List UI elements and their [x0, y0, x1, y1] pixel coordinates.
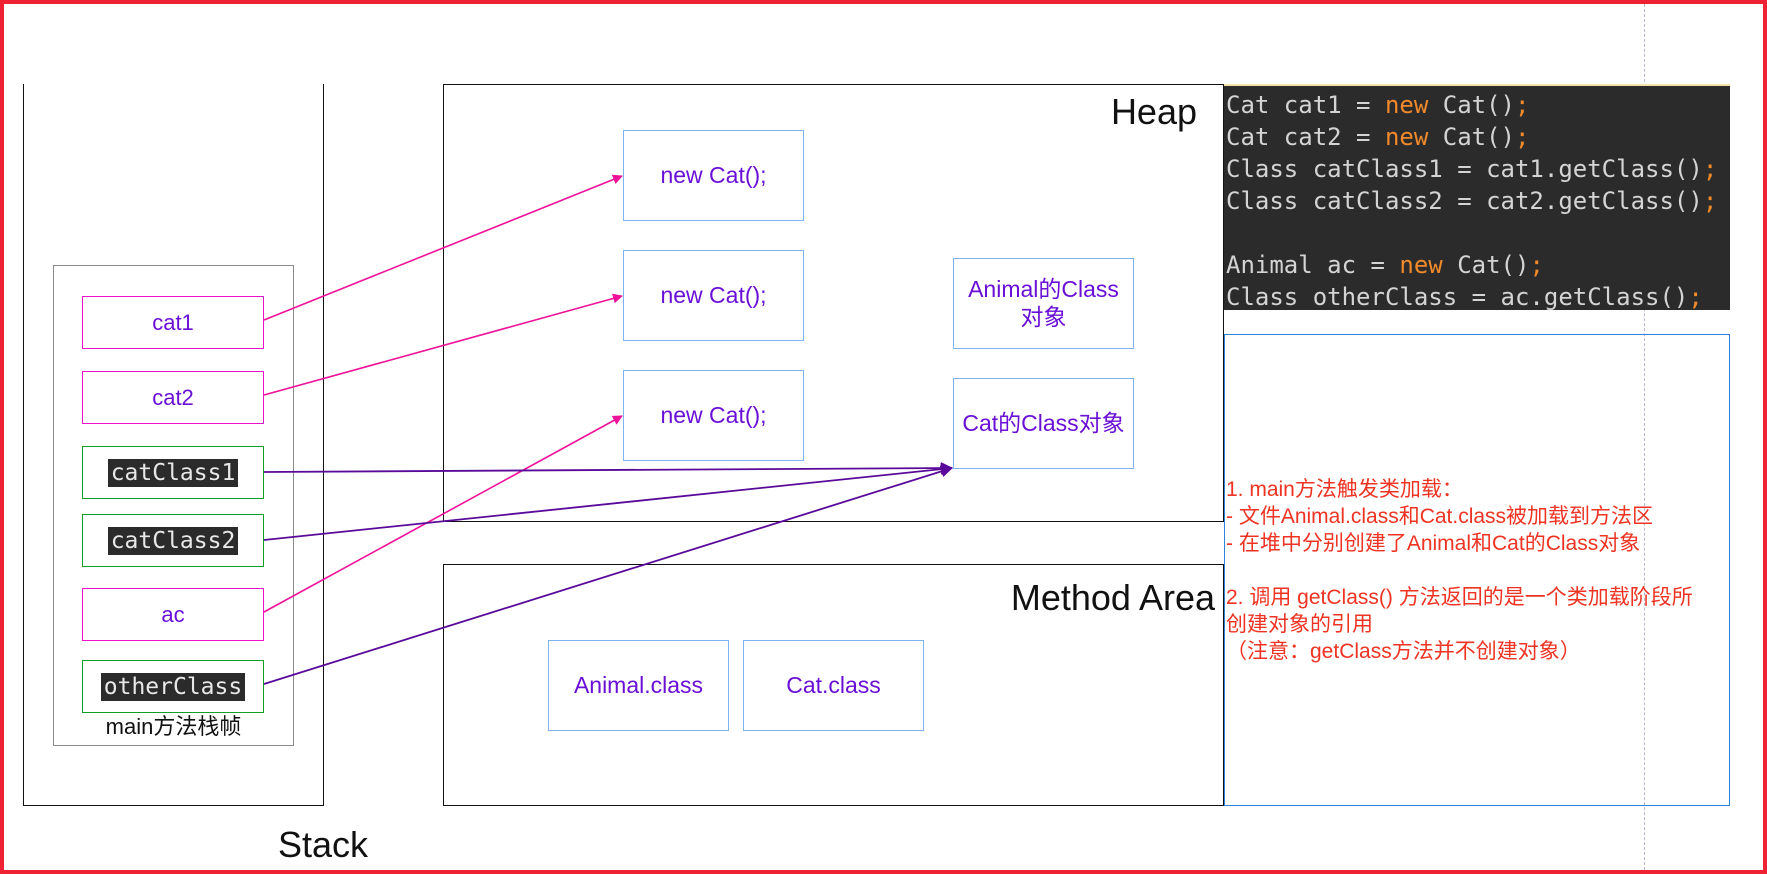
var-ac: ac: [82, 588, 264, 641]
note-line-3: - 在堆中分别创建了Animal和Cat的Class对象: [1226, 532, 1641, 555]
code-token: ;: [1515, 91, 1530, 119]
code-token: ;: [1515, 123, 1530, 151]
method-animal-class: Animal.class: [548, 640, 729, 731]
var-catclass1-label: catClass1: [107, 458, 239, 487]
code-token: Class otherClass = ac.getClass(): [1226, 283, 1689, 311]
heap-cat-instance-3: new Cat();: [623, 370, 804, 461]
code-token: Cat(): [1428, 123, 1516, 151]
method-cat-class: Cat.class: [743, 640, 924, 731]
code-token: new: [1399, 251, 1443, 279]
code-token: ;: [1702, 187, 1718, 215]
code-token: new: [1384, 91, 1429, 119]
code-token: Class catClass1 = cat1.getClass(): [1226, 155, 1703, 183]
method-cat-class-label: Cat.class: [786, 671, 881, 698]
heap-animal-class-object: Animal的Class 对象: [953, 258, 1134, 349]
code-token: Cat cat1 =: [1226, 91, 1385, 119]
method-animal-class-label: Animal.class: [573, 671, 704, 698]
code-line-1: Cat cat1 = new Cat();: [1226, 89, 1730, 121]
code-snippet-panel: Cat cat1 = new Cat();Cat cat2 = new Cat(…: [1224, 84, 1730, 313]
heap-cat-class-object: Cat的Class对象: [953, 378, 1134, 469]
code-line-6: Animal ac = new Cat();: [1226, 249, 1730, 281]
heap-cat-instance-3-label: new Cat();: [660, 401, 767, 428]
code-line-7: Class otherClass = ac.getClass();: [1226, 281, 1730, 313]
var-cat2-label: cat2: [152, 384, 194, 410]
var-ac-label: ac: [161, 601, 185, 627]
code-token: Cat cat2 =: [1226, 123, 1385, 151]
var-otherclass: otherClass: [82, 660, 264, 713]
var-cat2: cat2: [82, 371, 264, 424]
heap-cat-instance-2: new Cat();: [623, 250, 804, 341]
stack-title: Stack: [278, 824, 369, 865]
code-line-5: [1226, 217, 1730, 249]
dashed-guide-line: [1644, 4, 1645, 870]
note-line-1: 1. main方法触发类加载：: [1226, 478, 1463, 501]
stack-frame-label: main方法栈帧: [105, 714, 242, 739]
code-line-2: Cat cat2 = new Cat();: [1226, 121, 1730, 153]
var-cat1: cat1: [82, 296, 264, 349]
heap-animal-class-object-line1: Animal的Class: [968, 275, 1119, 302]
heap-cat-instance-1: new Cat();: [623, 130, 804, 221]
var-otherclass-label: otherClass: [100, 672, 246, 701]
heap-cat-class-object-label: Cat的Class对象: [962, 409, 1125, 436]
note-line-2: - 文件Animal.class和Cat.class被加载到方法区: [1226, 505, 1654, 528]
code-line-3: Class catClass1 = cat1.getClass();: [1226, 153, 1730, 185]
heap-cat-instance-1-label: new Cat();: [660, 161, 767, 188]
code-token: ;: [1702, 155, 1718, 183]
heap-cat-instance-2-label: new Cat();: [660, 281, 767, 308]
method-area-title: Method Area: [1010, 577, 1215, 618]
heap-animal-class-object-line2: 对象: [1020, 303, 1067, 330]
code-token: ;: [1688, 283, 1703, 311]
code-line-4: Class catClass2 = cat2.getClass();: [1226, 185, 1730, 217]
var-catclass1: catClass1: [82, 446, 264, 499]
code-token: new: [1384, 123, 1429, 151]
code-token: Animal ac =: [1226, 251, 1400, 279]
heap-title: Heap: [1110, 91, 1197, 132]
code-token: ;: [1529, 251, 1544, 279]
note-line-5: 2. 调用 getClass() 方法返回的是一个类加载阶段所: [1226, 586, 1693, 609]
code-token: Cat(): [1428, 91, 1516, 119]
var-catclass2-label: catClass2: [107, 526, 239, 555]
note-line-6: 创建对象的引用: [1226, 613, 1373, 636]
code-token: Cat(): [1442, 251, 1530, 279]
var-cat1-label: cat1: [152, 309, 194, 335]
var-catclass2: catClass2: [82, 514, 264, 567]
notes-panel: [1224, 334, 1730, 806]
code-token: Class catClass2 = cat2.getClass(): [1226, 187, 1703, 215]
note-line-7: （注意：getClass方法并不创建对象）: [1226, 640, 1581, 663]
